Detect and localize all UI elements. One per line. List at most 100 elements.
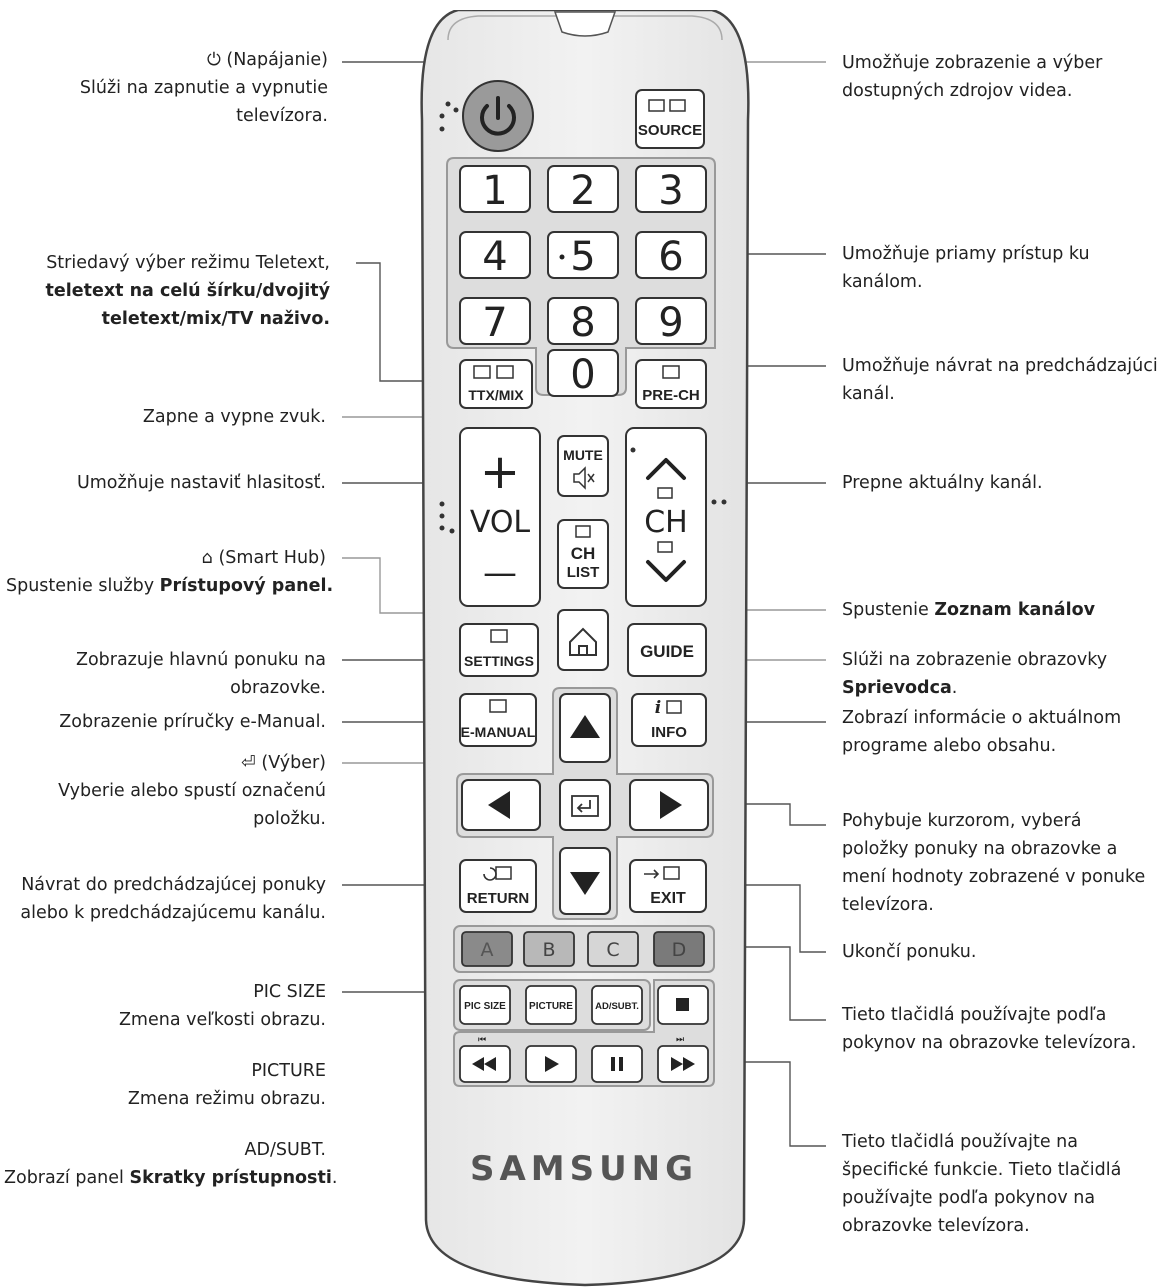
vol-label: VOL	[470, 505, 531, 540]
e-manual-button[interactable]: E-MANUAL	[459, 693, 537, 747]
source-label: SOURCE	[638, 122, 702, 139]
digit-button-1-label: 1	[482, 168, 507, 214]
exit-button[interactable]: EXIT	[629, 859, 707, 913]
pause-button[interactable]	[591, 1045, 643, 1083]
fast-forward-icon	[671, 1057, 695, 1071]
digit-button-5-label: 5	[570, 234, 595, 280]
label-mute: Zapne a vypne zvuk.	[142, 407, 326, 427]
label-prech: Umožňuje návrat na predchádzajúci kanál.	[842, 356, 1158, 404]
label-color: Tieto tlačidlá používajte podľa pokynov …	[842, 1005, 1137, 1053]
label-emanual: Zobrazenie príručky e-Manual.	[59, 712, 326, 732]
pre-ch-button[interactable]: PRE-CH	[635, 359, 707, 409]
digit-button-1[interactable]: 1	[459, 165, 531, 214]
samsung-logo: SAMSUNG	[470, 1149, 698, 1189]
up-button[interactable]	[559, 693, 611, 763]
arrow-up-icon	[570, 715, 600, 738]
label-arrows: Pohybuje kurzorom, vyberá položky ponuky…	[842, 811, 1146, 915]
digit-button-7[interactable]: 7	[459, 297, 531, 346]
info-label: INFO	[651, 724, 687, 741]
power-button[interactable]	[462, 80, 534, 152]
color-button-a[interactable]: A	[461, 931, 513, 967]
mute-label: MUTE	[563, 447, 603, 463]
digit-button-8[interactable]: 8	[547, 297, 619, 346]
ch-list-button[interactable]: CH LIST	[557, 519, 609, 589]
digit-button-0-label: 0	[570, 352, 595, 398]
ch-label: CH	[644, 505, 688, 540]
picture-button[interactable]: PICTURE	[525, 985, 577, 1025]
info-icon: i	[655, 698, 661, 718]
digit-button-4[interactable]: 4	[459, 231, 531, 280]
ad-subt-button[interactable]: AD/SUBT.	[591, 985, 643, 1025]
digit-button-9[interactable]: 9	[635, 297, 707, 346]
mute-icon	[573, 466, 586, 490]
label-select: ⏎ (Výber) Vyberie alebo spustí označenú …	[58, 753, 326, 829]
emanual-label: E-MANUAL	[461, 724, 536, 740]
volume-rocker[interactable]: + VOL —	[459, 427, 541, 607]
ch-list-icon	[575, 525, 591, 538]
enter-small-icon: ⏎	[241, 753, 256, 773]
digit-button-6[interactable]: 6	[635, 231, 707, 280]
label-power: ⏻ (Napájanie) Slúži na zapnutie a vypnut…	[79, 50, 328, 126]
exit-icon	[644, 869, 660, 879]
power-icon	[480, 104, 516, 136]
chlist-label-2: LIST	[567, 564, 600, 581]
rewind-button[interactable]	[459, 1045, 511, 1083]
label-picsize: PIC SIZE Zmena veľkosti obrazu.	[118, 982, 326, 1030]
color-button-d[interactable]: D	[653, 931, 705, 967]
home-icon	[569, 627, 597, 656]
power-small-icon: ⏻	[206, 50, 221, 70]
channel-up-icon	[646, 458, 686, 480]
left-button[interactable]	[461, 779, 541, 831]
rewind-icon	[472, 1057, 496, 1071]
settings-button[interactable]: SETTINGS	[459, 623, 539, 677]
color-button-c[interactable]: C	[587, 931, 639, 967]
pic-size-button[interactable]: PIC SIZE	[459, 985, 511, 1025]
digit-button-6-label: 6	[658, 234, 683, 280]
adsubt-label: AD/SUBT.	[595, 1001, 639, 1012]
arrow-right-icon	[660, 791, 682, 819]
color-d-label: D	[672, 939, 687, 961]
e-manual-icon	[489, 699, 507, 713]
return-icon	[483, 867, 497, 881]
smart-hub-button[interactable]	[557, 609, 609, 671]
volume-down-icon: —	[483, 553, 517, 593]
pause-icon	[611, 1057, 615, 1071]
guide-button[interactable]: GUIDE	[627, 623, 707, 677]
settings-label: SETTINGS	[464, 653, 534, 669]
return-button[interactable]: RETURN	[459, 859, 537, 913]
source-icon	[648, 99, 665, 112]
digit-button-8-label: 8	[570, 300, 595, 346]
channel-down-icon	[646, 560, 686, 582]
label-smarthub: ⌂ (Smart Hub) Spustenie služby Prístupov…	[6, 548, 334, 596]
label-guide: Slúži na zobrazenie obrazovky Sprievodca…	[842, 650, 1108, 698]
select-button[interactable]	[559, 779, 611, 831]
settings-icon	[490, 629, 508, 643]
label-settings: Zobrazuje hlavnú ponuku na obrazovke.	[75, 650, 326, 698]
digit-button-5[interactable]: 5	[547, 231, 619, 280]
label-return: Návrat do predchádzajúcej ponuky alebo k…	[20, 875, 326, 923]
mute-button[interactable]: MUTE	[557, 435, 609, 497]
down-button[interactable]	[559, 847, 611, 915]
color-button-b[interactable]: B	[523, 931, 575, 967]
label-adsubt: AD/SUBT. Zobrazí panel Skratky prístupno…	[4, 1140, 338, 1188]
info-button[interactable]: i INFO	[631, 693, 707, 747]
label-exit: Ukončí ponuku.	[842, 942, 977, 962]
return-label: RETURN	[467, 890, 530, 907]
ttx-mix-button[interactable]: TTX/MIX	[459, 359, 533, 409]
volume-up-icon: +	[480, 444, 520, 500]
channel-rocker[interactable]: CH	[625, 427, 707, 607]
digit-button-2[interactable]: 2	[547, 165, 619, 214]
play-button[interactable]	[525, 1045, 577, 1083]
source-button[interactable]: SOURCE	[635, 89, 705, 149]
play-icon	[545, 1056, 559, 1072]
stop-button[interactable]	[657, 985, 709, 1025]
digit-button-0[interactable]: 0	[547, 349, 619, 398]
label-media: Tieto tlačidlá používajte na špecifické …	[842, 1132, 1122, 1236]
arrow-down-icon	[570, 872, 600, 895]
right-button[interactable]	[629, 779, 709, 831]
label-info: Zobrazí informácie o aktuálnom programe …	[842, 708, 1122, 756]
digit-button-3[interactable]: 3	[635, 165, 707, 214]
fast-forward-button[interactable]	[657, 1045, 709, 1083]
prech-label: PRE-CH	[642, 387, 700, 404]
